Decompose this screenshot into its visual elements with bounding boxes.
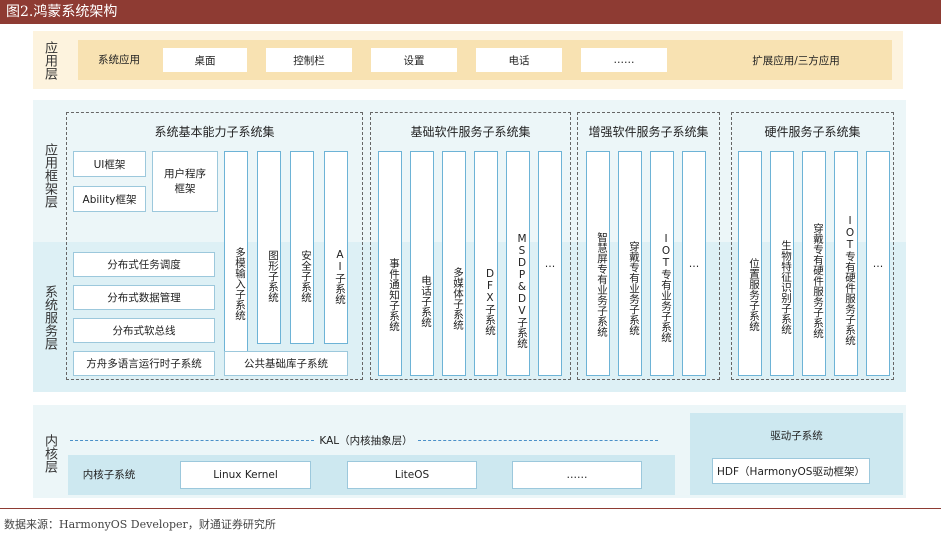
kernel-subsystem-label: 内核子系统 [82,468,136,481]
enhanced-software-group [577,112,720,380]
wearable-column: 穿戴专有业务子系统 [618,151,642,376]
app-settings: 设置 [371,48,457,72]
wearable-hardware-column: 穿戴专有硬件服务子系统 [802,151,826,376]
smart-screen-column: 智慧屏专有业务子系统 [586,151,610,376]
ability-framework-box: Ability框架 [73,186,146,212]
common-base-box: 公共基础库子系统 [224,351,348,376]
layer-label-app: 应用层 [42,40,57,80]
hardware-service-title: 硬件服务子系统集 [764,125,861,139]
basic-capability-group [66,112,363,380]
enhanced-software-more-column: … [682,151,706,376]
app-phone: 电话 [476,48,562,72]
hdf-box: HDF（HarmonyOS驱动框架） [712,458,870,484]
ui-framework-box: UI框架 [73,151,146,177]
dfx-column: DFX子系统 [474,151,498,376]
enhanced-software-title: 增强软件服务子系统集 [588,125,709,139]
ai-column: AI子系统 [324,151,348,344]
msdp-dv-column: MSDP&DV子系统 [506,151,530,376]
system-apps-label: 系统应用 [98,53,140,66]
basic-software-title: 基础软件服务子系统集 [410,125,531,139]
telephony-column: 电话子系统 [410,151,434,376]
extension-apps-label: 扩展应用/三方应用 [752,54,840,67]
figure-title: 图2.鸿蒙系统架构 [0,0,941,24]
soft-bus-box: 分布式软总线 [73,318,215,343]
iot-hardware-column: IOT专有硬件服务子系统 [834,151,858,376]
event-notification-column: 事件通知子系统 [378,151,402,376]
bottom-rule [0,508,941,509]
user-program-framework-box: 用户程序框架 [152,151,218,212]
app-more: …… [581,48,667,72]
multimedia-column: 多媒体子系统 [442,151,466,376]
ark-runtime-box: 方舟多语言运行时子系统 [73,351,215,376]
biometric-column: 生物特征识别子系统 [770,151,794,376]
driver-subsystem-label: 驱动子系统 [770,429,823,442]
iot-column: IOT专有业务子系统 [650,151,674,376]
app-control-bar: 控制栏 [266,48,352,72]
kal-dashed-line-right [418,440,658,441]
layer-label-system: 系统服务层 [42,284,57,350]
basic-software-more-column: … [538,151,562,376]
layer-label-kernel: 内核层 [42,433,57,473]
hardware-service-more-column: … [866,151,890,376]
hardware-service-group [731,112,894,380]
app-desktop: 桌面 [163,48,247,72]
basic-software-group [370,112,571,380]
basic-capability-title: 系统基本能力子系统集 [154,125,275,139]
security-column: 安全子系统 [290,151,314,344]
layer-label-framework: 应用框架层 [42,142,57,208]
linux-kernel-box: Linux Kernel [180,461,311,489]
task-scheduling-box: 分布式任务调度 [73,252,215,277]
kal-label: KAL（内核抽象层） [319,435,413,447]
data-management-box: 分布式数据管理 [73,285,215,310]
kal-dashed-line-left [70,440,314,441]
kernel-more-box: …… [512,461,642,489]
location-column: 位置服务子系统 [738,151,762,376]
multimodal-input-column: 多模输入子系统 [224,151,248,372]
source-note: 数据来源：HarmonyOS Developer，财通证券研究所 [4,518,276,531]
liteos-box: LiteOS [347,461,477,489]
graphics-column: 图形子系统 [257,151,281,344]
